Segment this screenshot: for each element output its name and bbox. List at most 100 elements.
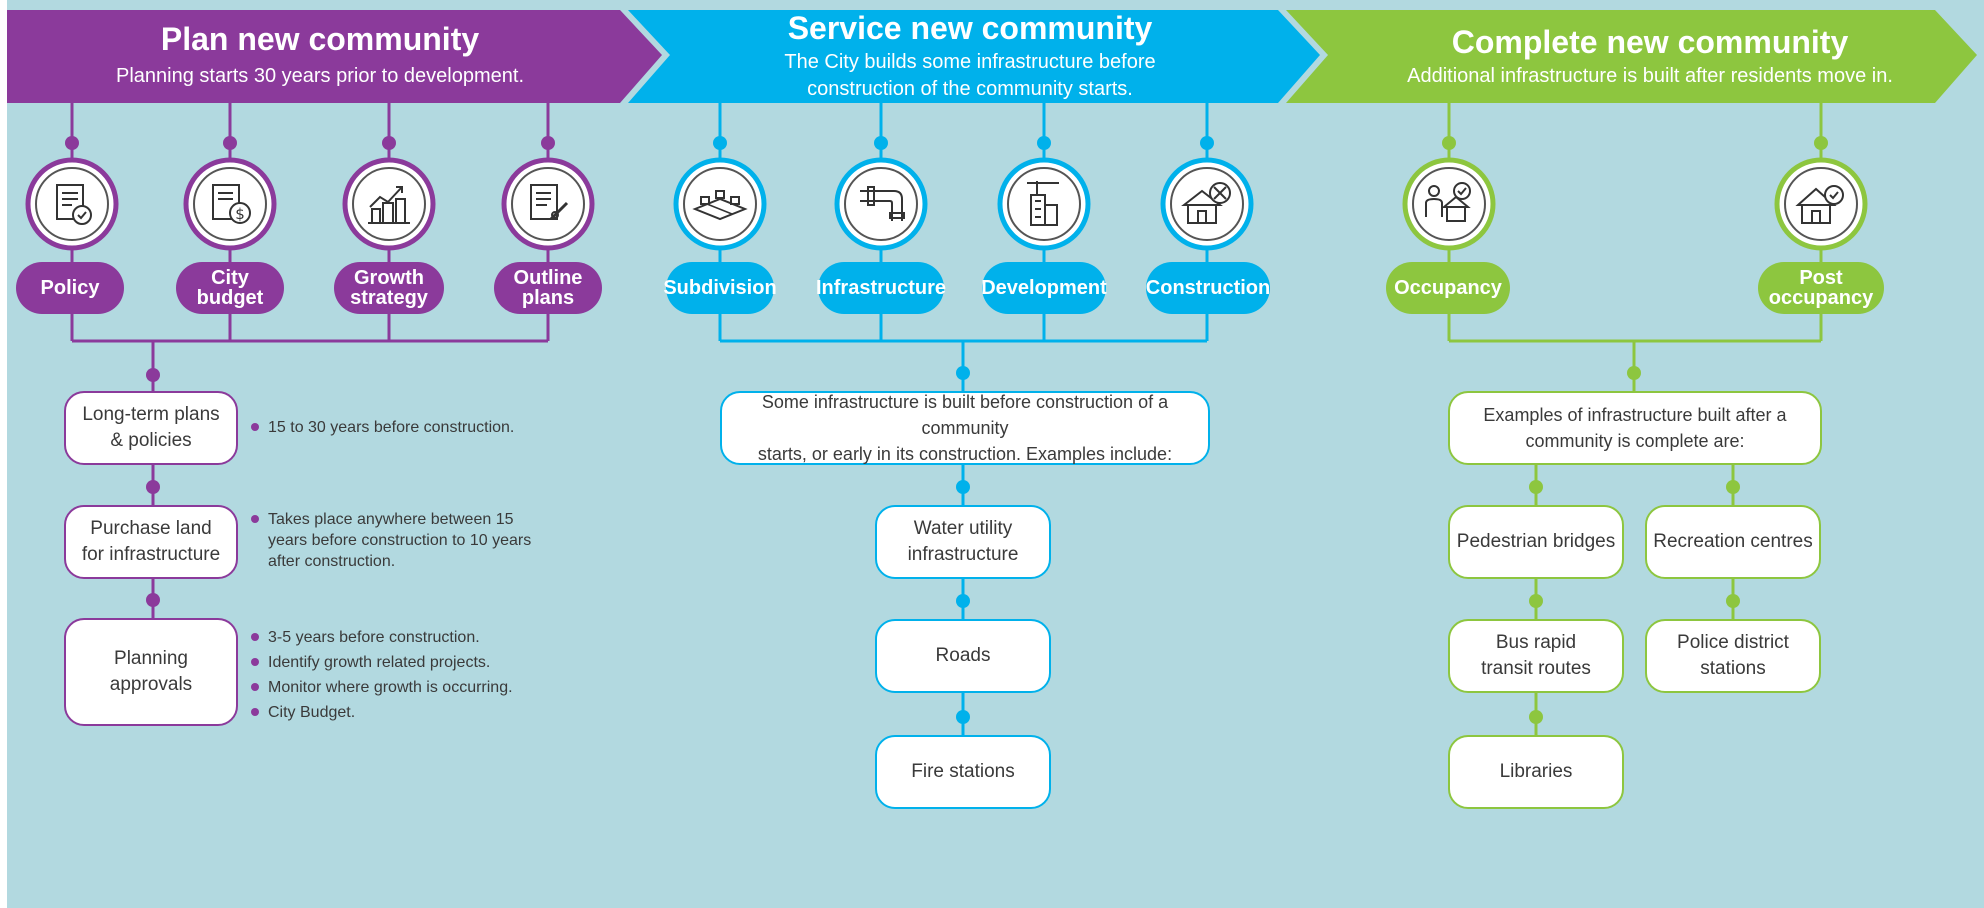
service-summary-line2: starts, or early in its construction. Ex… <box>757 444 1173 464</box>
complete-item-recreation-centres: Recreation centres <box>1645 505 1821 579</box>
bullet-continuation: years before construction to 10 years <box>268 530 531 551</box>
service-item-fire-stations: Fire stations <box>875 735 1051 809</box>
stage-pill-post-occupancy-line2: occupancy <box>1768 287 1874 309</box>
bullet-text: City Budget. <box>268 704 356 721</box>
connector-dot <box>713 136 727 150</box>
complete-item-bus-rapid-transit: Bus rapid transit routes <box>1448 619 1624 693</box>
bullet-dot <box>251 708 259 716</box>
complete-summary-line1: Examples of infrastructure built after a <box>1483 405 1787 425</box>
plan-step-planning-approvals: Planning approvals <box>64 618 238 726</box>
stage-pill-growth-strategy-line2: strategy <box>350 287 428 309</box>
connector-dot <box>1529 594 1543 608</box>
connector-dot <box>541 136 555 150</box>
connector-dot <box>1200 136 1214 150</box>
band-service-arrow <box>628 10 1320 103</box>
band-service-subtitle-line2: construction of the community starts. <box>807 78 1133 100</box>
band-complete-title: Complete new community <box>1451 24 1849 60</box>
connector-dot <box>65 136 79 150</box>
band-plan-subtitle: Planning starts 30 years prior to develo… <box>116 65 524 87</box>
complete-item-police-district-stations-line1: Police district <box>1677 632 1789 653</box>
stage-pill-city-budget: City budget <box>176 262 284 314</box>
bullet-item: City Budget. <box>251 702 356 723</box>
land-subdivision-icon <box>683 167 757 241</box>
bullet-text: Monitor where growth is occurring. <box>268 679 513 696</box>
service-item-water-utility-line2: infrastructure <box>907 544 1019 565</box>
plan-step-long-term-plans-line2: & policies <box>110 430 192 451</box>
bullet-text: after construction. <box>268 553 396 570</box>
building-crane-icon <box>1007 167 1081 241</box>
connector-dot <box>1037 136 1051 150</box>
service-item-water-utility-line1: Water utility <box>913 518 1013 539</box>
complete-summary-box: Examples of infrastructure built after a… <box>1448 391 1822 465</box>
bullet-dot <box>251 515 259 523</box>
complete-item-bus-rapid-transit-line2: transit routes <box>1481 658 1591 679</box>
stage-pill-growth-strategy: Growth strategy <box>334 262 444 314</box>
connector-dot <box>956 366 970 380</box>
plan-step-long-term-plans-line1: Long-term plans <box>82 404 220 425</box>
bullet-dot <box>251 658 259 666</box>
stage-pill-outline-plans: Outline plans <box>494 262 602 314</box>
bullet-item: 3-5 years before construction. <box>251 627 480 648</box>
plan-step-long-term-plans: Long-term plans & policies <box>64 391 238 465</box>
stage-pill-development: Development <box>981 262 1107 314</box>
house-tools-icon <box>1170 167 1244 241</box>
connector-dot <box>956 710 970 724</box>
connector-dot <box>382 136 396 150</box>
bullet-item: 15 to 30 years before construction. <box>251 417 515 438</box>
stage-pill-post-occupancy: Post occupancy <box>1758 262 1884 314</box>
complete-item-police-district-stations: Police district stations <box>1645 619 1821 693</box>
stage-pill-infrastructure: Infrastructure <box>816 262 946 314</box>
plan-document-pen-icon <box>511 167 585 241</box>
service-summary-box: Some infrastructure is built before cons… <box>720 391 1210 465</box>
band-complete-subtitle: Additional infrastructure is built after… <box>1407 65 1893 87</box>
plan-step-purchase-land-line2: for infrastructure <box>81 544 221 565</box>
band-service-title: Service new community <box>787 10 1153 46</box>
stage-pill-construction: Construction <box>1146 262 1270 314</box>
band-complete-arrow <box>1286 10 1977 103</box>
stage-pill-policy: Policy <box>16 262 124 314</box>
stage-pill-outline-plans-line1: Outline <box>513 267 583 289</box>
bullet-item: Monitor where growth is occurring. <box>251 677 513 698</box>
stage-pill-city-budget-line1: City <box>211 267 249 289</box>
stage-pill-growth-strategy-line1: Growth <box>354 267 424 289</box>
service-item-roads: Roads <box>875 619 1051 693</box>
connector-dot <box>874 136 888 150</box>
bullet-item: Takes place anywhere between 15 <box>251 509 514 530</box>
stage-pill-outline-plans-line2: plans <box>521 287 575 309</box>
house-check-icon <box>1784 167 1858 241</box>
plan-step-planning-approvals-line1: Planning <box>114 648 188 669</box>
plan-step-purchase-land-line1: Purchase land <box>90 518 212 539</box>
bullet-continuation: after construction. <box>268 551 395 572</box>
bullet-dot <box>251 683 259 691</box>
growth-chart-city-icon <box>352 167 426 241</box>
connector-dot <box>146 480 160 494</box>
band-plan-arrow <box>7 10 662 103</box>
bullet-item: Identify growth related projects. <box>251 652 491 673</box>
bullet-text: Identify growth related projects. <box>268 654 491 671</box>
connector-dot <box>956 480 970 494</box>
bullet-dot <box>251 633 259 641</box>
bullet-text: Takes place anywhere between 15 <box>268 511 514 528</box>
bullet-text: 3-5 years before construction. <box>268 629 480 646</box>
stage-pill-city-budget-line2: budget <box>196 287 264 309</box>
svg-text:$: $ <box>235 205 245 223</box>
bullet-text: 15 to 30 years before construction. <box>268 419 515 436</box>
complete-summary-line2: community is complete are: <box>1525 431 1745 451</box>
connector-dot <box>1442 136 1456 150</box>
band-service-subtitle-line1: The City builds some infrastructure befo… <box>784 51 1156 73</box>
stage-pill-occupancy: Occupancy <box>1386 262 1510 314</box>
connector-dot <box>1529 710 1543 724</box>
icon-rings <box>25 157 1868 251</box>
connector-dot <box>1726 480 1740 494</box>
person-house-check-icon <box>1412 167 1486 241</box>
complete-item-bus-rapid-transit-line1: Bus rapid <box>1495 632 1577 653</box>
connector-dot <box>1814 136 1828 150</box>
connector-dot <box>956 594 970 608</box>
complete-item-libraries: Libraries <box>1448 735 1624 809</box>
connector-dot <box>146 368 160 382</box>
budget-document-icon: $ <box>193 167 267 241</box>
band-plan-title: Plan new community <box>160 21 480 57</box>
connector-dot <box>1529 480 1543 494</box>
plan-step-purchase-land: Purchase land for infrastructure <box>64 505 238 579</box>
